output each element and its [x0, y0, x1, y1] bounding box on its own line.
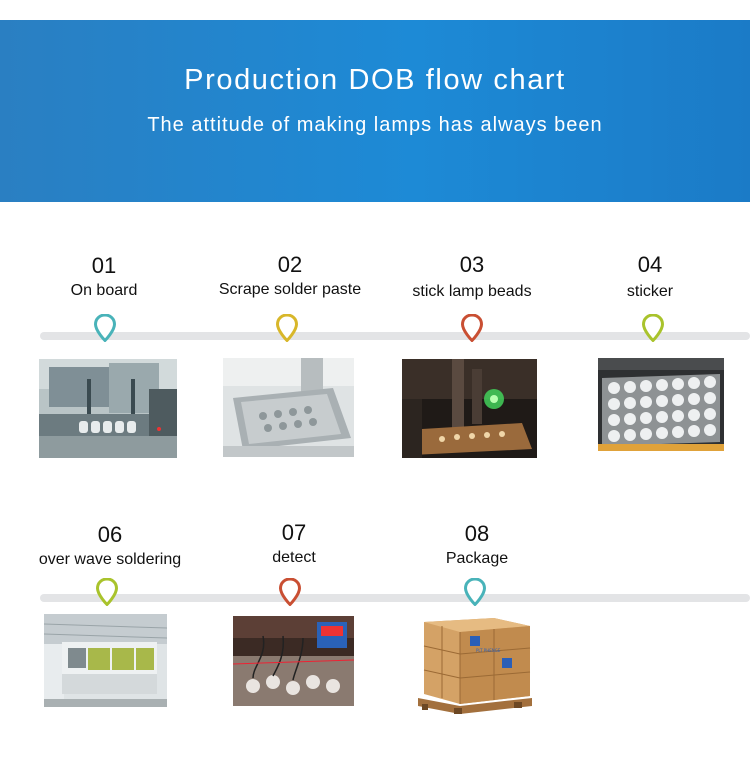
map-pin-icon [94, 314, 116, 342]
step-number: 07 [281, 520, 307, 545]
step-label: On board [70, 282, 138, 299]
step-label: stick lamp beads [412, 283, 532, 300]
step-label: over wave soldering [38, 551, 182, 568]
map-pin-icon [464, 578, 486, 606]
photo-on-board-machine [39, 359, 177, 458]
step-number: 03 [459, 252, 485, 277]
step-number: 01 [91, 253, 117, 278]
photo-packaged-cartons: PLT PHENGE [414, 610, 536, 717]
photo-stick-lamp-beads-machine [402, 359, 537, 458]
step-number: 08 [464, 521, 490, 546]
map-pin-icon [276, 314, 298, 342]
map-pin-icon [461, 314, 483, 342]
page-title: Production DOB flow chart [184, 64, 566, 96]
timeline-row-2 [40, 594, 750, 602]
brand-text: PLT PHENGE [476, 648, 501, 653]
step-label: detect [272, 549, 316, 566]
timeline-row-1 [40, 332, 750, 340]
photo-detect-test-bench [233, 616, 354, 706]
step-03: 03 stick lamp beads [397, 252, 547, 302]
step-label: sticker [626, 283, 674, 300]
map-pin-icon [642, 314, 664, 342]
step-number: 02 [277, 252, 303, 277]
photo-sticker-boards [598, 358, 724, 451]
page-subtitle: The attitude of making lamps has always … [147, 114, 603, 136]
step-02: 02 Scrape solder paste [200, 252, 380, 300]
map-pin-icon [279, 578, 301, 606]
step-07: 07 detect [244, 520, 344, 568]
step-01: 01 On board [40, 253, 168, 301]
step-04: 04 sticker [590, 252, 710, 302]
header-banner: Production DOB flow chart The attitude o… [0, 20, 750, 202]
photo-wave-soldering-machine [44, 614, 167, 707]
photo-solder-paste-machine [223, 358, 354, 457]
map-pin-icon [96, 578, 118, 606]
step-label: Scrape solder paste [218, 281, 362, 298]
step-number: 06 [97, 522, 123, 547]
step-number: 04 [637, 252, 663, 277]
step-06: 06 over wave soldering [30, 522, 190, 570]
step-label: Package [445, 550, 509, 567]
step-08: 08 Package [422, 521, 532, 569]
